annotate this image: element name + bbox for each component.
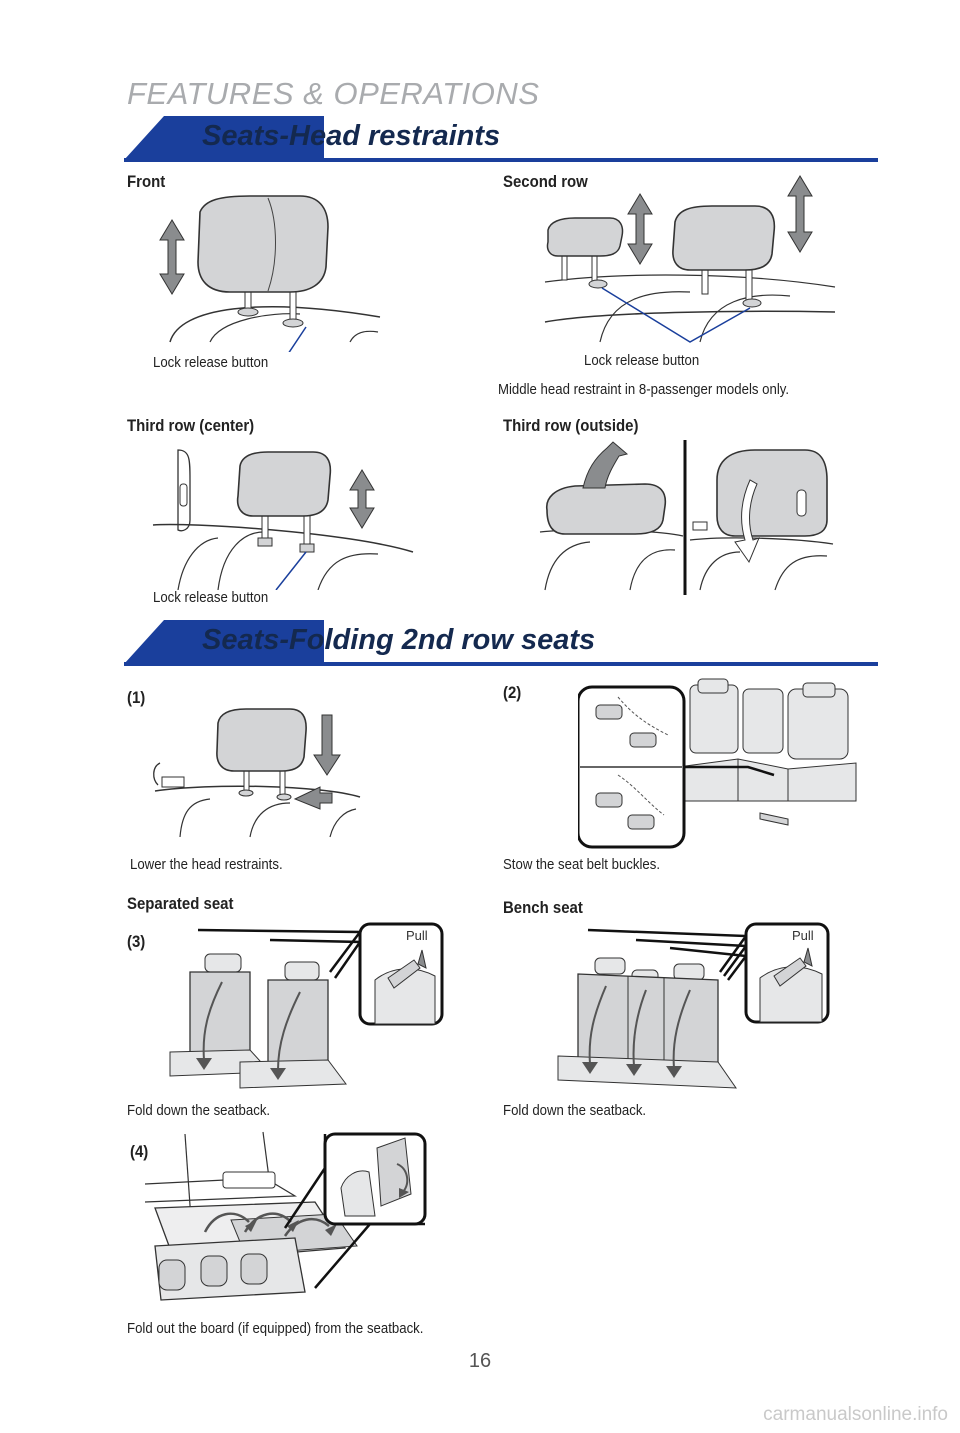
- step-1-lower-head-restraints-illustration: [153, 708, 361, 838]
- section-header-head-restraints: Seats-Head restraints: [124, 116, 878, 162]
- step-4-label: (4): [130, 1142, 149, 1161]
- third-row-center-head-restraint-illustration: [152, 449, 414, 590]
- step-3-label: (3): [127, 932, 146, 951]
- third-row-outside-head-restraint-illustration: [539, 440, 834, 595]
- separated-pull-label: Pull: [406, 928, 428, 943]
- section-title: Seats-Head restraints: [202, 120, 501, 152]
- third-row-center-label: Third row (center): [127, 416, 255, 435]
- page-header: FEATURES & OPERATIONS: [127, 76, 540, 111]
- separated-seat-caption: Fold down the seatback.: [127, 1102, 271, 1119]
- section-band-graphic: [124, 620, 878, 666]
- front-label: Front: [127, 172, 166, 191]
- step-4-fold-out-board-illustration: [145, 1131, 427, 1301]
- section-title: Seats-Folding 2nd row seats: [202, 624, 596, 656]
- bench-seat-caption: Fold down the seatback.: [503, 1102, 647, 1119]
- second-row-note: Middle head restraint in 8-passenger mod…: [498, 381, 790, 398]
- front-lock-release-caption: Lock release button: [153, 354, 269, 371]
- step-1-label: (1): [127, 688, 146, 707]
- bench-seat-fold-illustration: Pull: [557, 922, 830, 1089]
- second-row-label: Second row: [503, 172, 588, 191]
- step-2-label: (2): [503, 683, 522, 702]
- step-4-caption: Fold out the board (if equipped) from th…: [127, 1320, 424, 1337]
- section-header-folding-seats: Seats-Folding 2nd row seats: [124, 620, 878, 666]
- separated-seat-label: Separated seat: [127, 894, 234, 913]
- separated-seat-fold-illustration: Pull: [169, 922, 444, 1089]
- third-row-center-lock-release-caption: Lock release button: [153, 589, 269, 606]
- bench-seat-label: Bench seat: [503, 898, 583, 917]
- step-2-caption: Stow the seat belt buckles.: [503, 856, 661, 873]
- page-number: 16: [468, 1350, 492, 1372]
- second-row-head-restraint-illustration: [544, 175, 836, 343]
- bench-pull-label: Pull: [792, 928, 814, 943]
- section-band-graphic: [124, 116, 878, 162]
- front-head-restraint-illustration: [159, 195, 381, 352]
- step-2-stow-buckles-illustration: [578, 678, 857, 849]
- step-1-caption: Lower the head restraints.: [130, 856, 283, 873]
- second-row-lock-release-caption: Lock release button: [584, 352, 700, 369]
- watermark: carmanualsonline.info: [763, 1404, 948, 1425]
- third-row-outside-label: Third row (outside): [503, 416, 639, 435]
